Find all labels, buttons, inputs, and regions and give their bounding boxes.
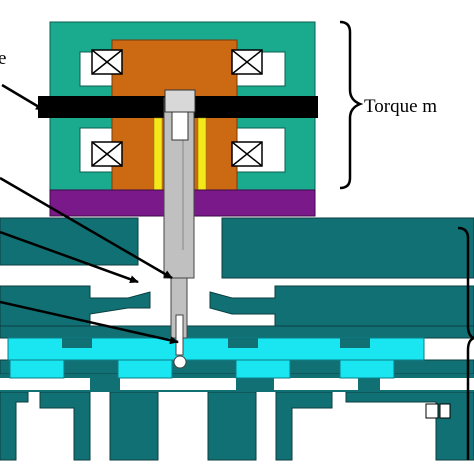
arrow-armature — [1, 83, 45, 112]
spool-lands — [62, 338, 370, 348]
brace-valve — [457, 226, 474, 460]
flexure-tube-right — [197, 117, 207, 201]
label-left-cut: e — [0, 48, 6, 69]
drain-fitting — [425, 403, 451, 419]
braces — [339, 20, 474, 460]
coil-cross-icon — [91, 49, 263, 167]
arrow-feedback-spring — [0, 300, 179, 345]
brace-torque-motor — [339, 20, 364, 190]
spool — [7, 337, 425, 379]
port-gaps — [0, 378, 474, 390]
leader-arrows — [0, 83, 179, 345]
label-torque-motor: Torque m — [364, 96, 437, 117]
bolt-icon — [164, 89, 196, 141]
flexure-tube-left — [153, 117, 163, 201]
arrow-flapper — [0, 176, 173, 280]
arrow-nozzle — [0, 230, 139, 284]
flapper-shaft — [163, 97, 195, 369]
